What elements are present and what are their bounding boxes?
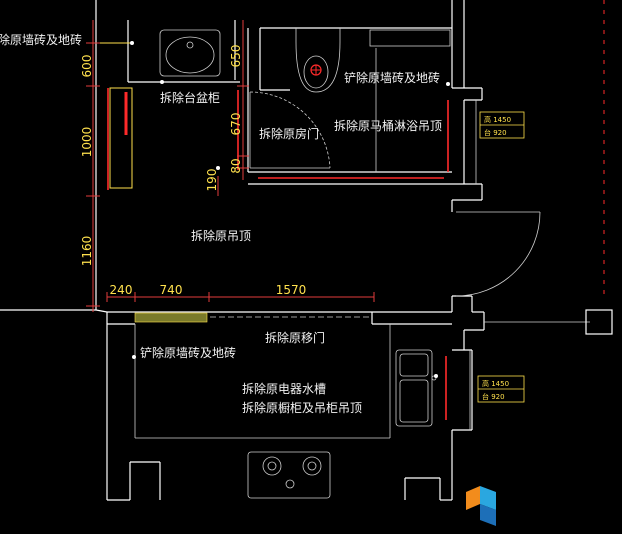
windows xyxy=(469,0,613,430)
gas-stove xyxy=(247,451,331,499)
label-remove-sliding-door: 拆除原移门 xyxy=(265,330,325,345)
window-upper-height: 高 1450 xyxy=(484,115,511,124)
kitchen-counter xyxy=(134,324,391,439)
entrance-door-swing xyxy=(455,211,541,297)
label-remove-toilet-shower-ceiling: 拆除原马桶淋浴吊顶 xyxy=(334,118,442,133)
sliding-door xyxy=(134,312,370,323)
dim-1160: 1160 xyxy=(80,236,94,267)
dim-80: 80 xyxy=(229,158,243,173)
window-tag-upper: 高 1450 台 920 xyxy=(479,111,525,139)
window-tag-lower: 高 1450 台 920 xyxy=(477,375,525,403)
label-remove-appliances-sink: 拆除原电器水槽 xyxy=(242,381,326,396)
dim-1000: 1000 xyxy=(80,127,94,158)
label-remove-room-door: 拆除原房门 xyxy=(259,126,319,141)
window-lower-height: 高 1450 xyxy=(482,379,509,388)
walls xyxy=(0,0,485,501)
dim-740: 740 xyxy=(160,283,183,297)
label-remove-basin-cabinet: 拆除台盆柜 xyxy=(160,90,220,105)
window-lower-sill: 台 920 xyxy=(482,392,505,401)
label-shovel-wall-tile: 铲除原墙砖及地砖 xyxy=(344,70,440,85)
label-remove-ceiling: 拆除原吊顶 xyxy=(191,228,251,243)
wash-basin xyxy=(159,29,221,77)
dimension-lines xyxy=(86,20,375,312)
dim-1570: 1570 xyxy=(276,283,307,297)
leader-markers xyxy=(132,80,450,378)
dim-650: 650 xyxy=(229,45,243,68)
kitchen-sink xyxy=(395,349,437,427)
label-shovel-kitchen-tile: 铲除原墙砖及地砖 xyxy=(140,345,236,360)
dim-240: 240 xyxy=(110,283,133,297)
watermark-logo xyxy=(466,486,496,526)
bathroom-door-swing xyxy=(249,91,331,169)
dim-670: 670 xyxy=(229,113,243,136)
dim-190: 190 xyxy=(205,169,219,192)
label-wall-tile-top-left: 除原墙砖及地砖 xyxy=(0,32,82,47)
dim-600: 600 xyxy=(80,55,94,78)
label-remove-cabinets-ceiling: 拆除原橱柜及吊柜吊顶 xyxy=(242,400,362,415)
toilet xyxy=(295,28,451,172)
window-upper-sill: 台 920 xyxy=(484,128,507,137)
demolition-marks xyxy=(107,87,449,420)
